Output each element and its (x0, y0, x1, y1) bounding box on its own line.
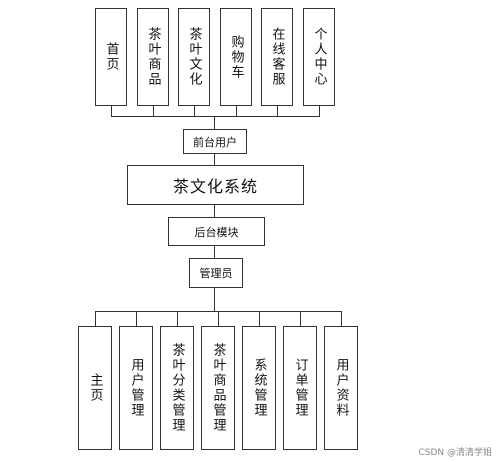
top-module-label: 购物车 (228, 34, 244, 80)
bottom-module-label: 茶叶商品管理 (210, 343, 226, 433)
connector-bus-top (111, 116, 320, 117)
top-module-label: 在线客服 (269, 27, 285, 87)
connector-line (218, 311, 219, 326)
bottom-module-tea-category-management: 茶叶分类管理 (160, 326, 194, 450)
frontend-user-label: 前台用户 (193, 135, 237, 149)
system-title: 茶文化系统 (172, 177, 258, 196)
system-title-box: 茶文化系统 (127, 165, 304, 205)
connector-line (214, 246, 215, 258)
top-module-tea-culture: 茶叶文化 (178, 8, 210, 106)
bottom-module-user-profile: 用户资料 (324, 326, 358, 450)
top-module-home: 首页 (95, 8, 127, 106)
connector-line (111, 106, 112, 116)
connector-line (194, 106, 195, 116)
top-module-cart: 购物车 (220, 8, 252, 106)
top-module-online-service: 在线客服 (261, 8, 293, 106)
top-module-label: 茶叶文化 (186, 27, 202, 87)
bottom-module-label: 用户管理 (128, 358, 144, 418)
top-module-label: 个人中心 (311, 27, 327, 87)
connector-line (214, 154, 215, 165)
top-module-label: 茶叶商品 (145, 27, 161, 87)
top-module-personal-center: 个人中心 (303, 8, 335, 106)
bottom-module-main: 主页 (78, 326, 112, 450)
frontend-user-box: 前台用户 (183, 129, 247, 154)
connector-line (277, 106, 278, 116)
connector-line (341, 311, 342, 326)
bottom-module-label: 用户资料 (333, 358, 349, 418)
connector-line (214, 205, 215, 217)
bottom-module-label: 茶叶分类管理 (169, 343, 185, 433)
top-module-tea-products: 茶叶商品 (137, 8, 169, 106)
connector-line (319, 106, 320, 116)
bottom-module-label: 主页 (87, 373, 103, 403)
backend-module-box: 后台模块 (168, 217, 265, 246)
top-module-label: 首页 (103, 42, 119, 72)
connector-line (259, 311, 260, 326)
connector-line (214, 288, 215, 311)
watermark: CSDN @清清学姐 (418, 448, 492, 458)
admin-label: 管理员 (199, 267, 233, 280)
bottom-module-tea-product-management: 茶叶商品管理 (201, 326, 235, 450)
connector-line (136, 311, 137, 326)
connector-line (153, 106, 154, 116)
bottom-module-user-management: 用户管理 (119, 326, 153, 450)
bottom-module-order-management: 订单管理 (283, 326, 317, 450)
connector-line (300, 311, 301, 326)
bottom-module-label: 订单管理 (292, 358, 308, 418)
connector-line (236, 106, 237, 116)
bottom-module-system-management: 系统管理 (242, 326, 276, 450)
backend-module-label: 后台模块 (194, 225, 239, 239)
connector-line (95, 311, 96, 326)
bottom-module-label: 系统管理 (251, 358, 267, 418)
connector-line (177, 311, 178, 326)
connector-line (214, 116, 215, 129)
admin-box: 管理员 (189, 258, 243, 288)
